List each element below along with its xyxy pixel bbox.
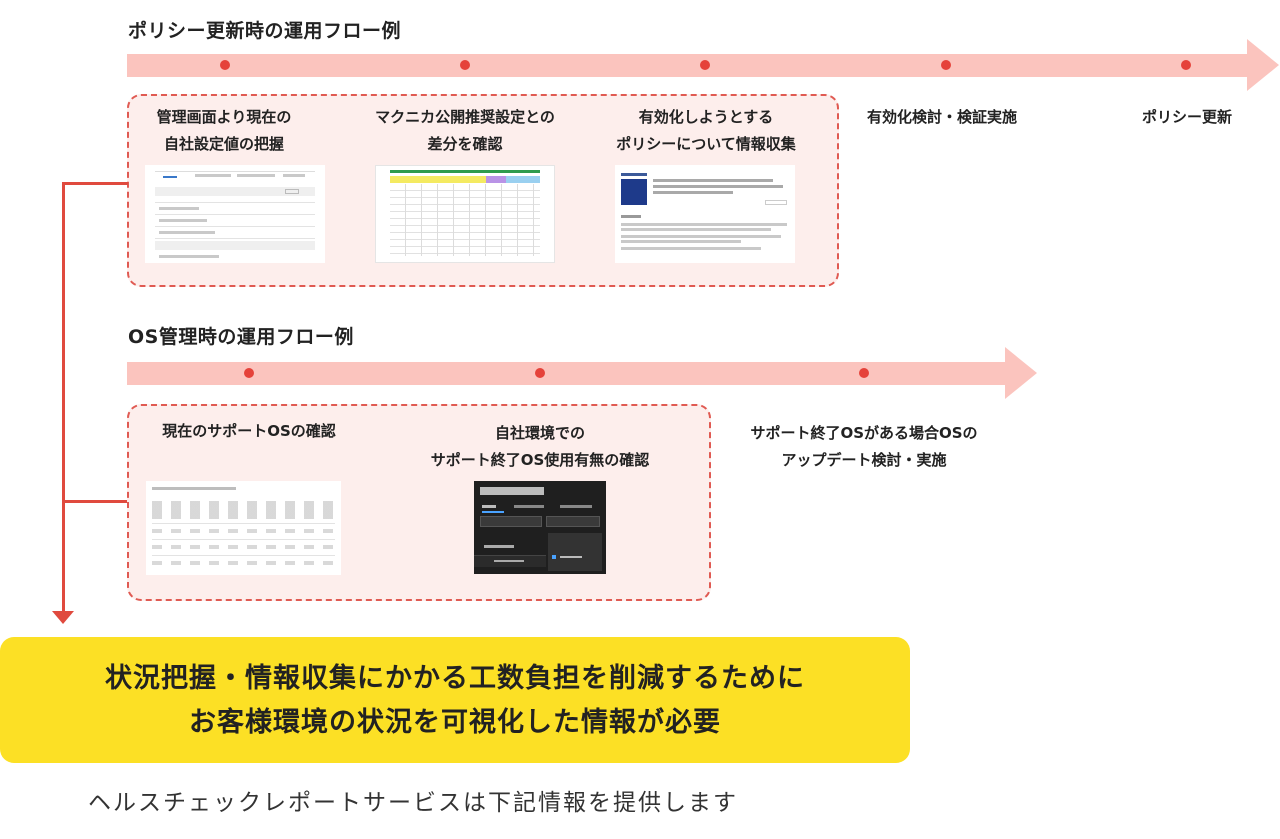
os-step-dot-2	[535, 368, 545, 378]
conclusion-text: 状況把握・情報収集にかかる工数負担を削減するために お客様環境の状況を可視化した…	[105, 663, 805, 738]
policy-timeline-arrowhead	[1247, 39, 1279, 91]
policy-step-dot-5	[1181, 60, 1191, 70]
conclusion-banner	[0, 637, 910, 763]
policy-step-1-label: 管理画面より現在の 自社設定値の把握	[156, 108, 292, 153]
policy-step-dot-4	[941, 60, 951, 70]
os-step-dot-3	[859, 368, 869, 378]
os-step-1-label: 現在のサポートOSの確認	[162, 422, 336, 440]
os-flow-title: OS管理時の運用フロー例	[128, 326, 354, 348]
os-step-3-label: サポート終了OSがある場合OSの アップデート検討・実施	[750, 424, 978, 469]
connector-arrowhead	[52, 611, 74, 624]
policy-flow-title: ポリシー更新時の運用フロー例	[128, 20, 402, 42]
policy-step-2-label: マクニカ公開推奨設定との 差分を確認	[375, 108, 555, 153]
connector-line-top	[62, 182, 128, 185]
os-step-dot-1	[244, 368, 254, 378]
connector-line-middle	[62, 500, 128, 503]
policy-step-dot-3	[700, 60, 710, 70]
footer-caption: ヘルスチェックレポートサービスは下記情報を提供します	[88, 790, 738, 816]
policy-timeline-arrow	[127, 54, 1247, 77]
os-timeline-arrow	[127, 362, 1005, 385]
policy-step-5-label: ポリシー更新	[1141, 108, 1232, 126]
article-screenshot	[615, 165, 795, 263]
supported-os-table-screenshot	[146, 481, 341, 575]
os-step-2-label: 自社環境での サポート終了OS使用有無の確認	[430, 424, 650, 469]
spreadsheet-screenshot	[375, 165, 555, 263]
policy-step-3-label: 有効化しようとする ポリシーについて情報収集	[616, 108, 796, 153]
host-management-screenshot	[474, 481, 606, 574]
connector-line-vertical	[62, 182, 65, 612]
policy-step-dot-1	[220, 60, 230, 70]
admin-console-screenshot	[145, 165, 325, 263]
policy-step-4-label: 有効化検討・検証実施	[866, 108, 1017, 126]
os-timeline-arrowhead	[1005, 347, 1037, 399]
policy-step-dot-2	[460, 60, 470, 70]
